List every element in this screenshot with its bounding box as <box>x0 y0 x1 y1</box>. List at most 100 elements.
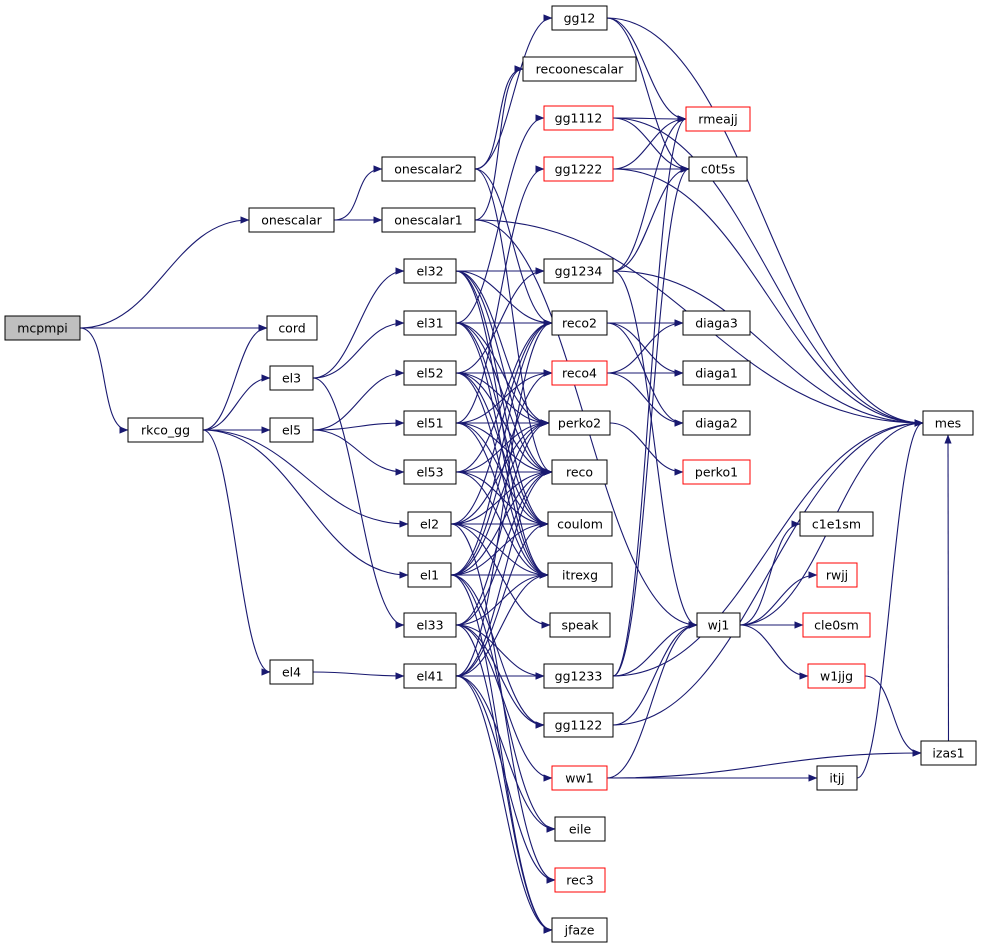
node-diaga2[interactable]: diaga2 <box>682 410 751 436</box>
node-gg12[interactable]: gg12 <box>551 5 608 31</box>
node-el32[interactable]: el32 <box>403 258 457 284</box>
node-jfaze[interactable]: jfaze <box>551 917 608 943</box>
node-box[interactable] <box>543 156 614 182</box>
node-speak[interactable]: speak <box>549 612 611 638</box>
node-c0t5s[interactable]: c0t5s <box>688 156 748 182</box>
node-el2[interactable]: el2 <box>407 511 452 537</box>
node-rec3[interactable]: rec3 <box>554 867 606 893</box>
node-el5[interactable]: el5 <box>269 417 314 443</box>
node-ww1[interactable]: ww1 <box>551 765 608 791</box>
node-onescalar2[interactable]: onescalar2 <box>381 156 476 182</box>
node-itrexg[interactable]: itrexg <box>547 562 613 588</box>
node-el33[interactable]: el33 <box>403 612 457 638</box>
node-gg1112[interactable]: gg1112 <box>543 105 614 131</box>
node-box[interactable] <box>551 765 608 791</box>
node-box[interactable] <box>403 258 457 284</box>
node-box[interactable] <box>248 207 335 233</box>
node-box[interactable] <box>381 156 476 182</box>
node-box[interactable] <box>407 511 452 537</box>
node-el51[interactable]: el51 <box>403 410 457 436</box>
node-box[interactable] <box>688 156 748 182</box>
node-onescalar[interactable]: onescalar <box>248 207 335 233</box>
node-gg1222[interactable]: gg1222 <box>543 156 614 182</box>
node-mes[interactable]: mes <box>922 410 974 436</box>
node-box[interactable] <box>682 310 751 336</box>
node-box[interactable] <box>554 816 606 842</box>
node-el4[interactable]: el4 <box>269 659 314 685</box>
node-box[interactable] <box>266 315 318 341</box>
node-box[interactable] <box>547 562 613 588</box>
node-box[interactable] <box>269 365 314 391</box>
node-rwjj[interactable]: rwjj <box>816 562 858 588</box>
node-box[interactable] <box>127 417 204 443</box>
node-box[interactable] <box>682 410 751 436</box>
node-diaga3[interactable]: diaga3 <box>682 310 751 336</box>
node-perko1[interactable]: perko1 <box>682 459 751 485</box>
node-box[interactable] <box>522 56 637 82</box>
node-box[interactable] <box>816 562 858 588</box>
node-gg1233[interactable]: gg1233 <box>543 663 614 689</box>
node-box[interactable] <box>4 315 81 341</box>
node-box[interactable] <box>543 663 614 689</box>
node-rmeajj[interactable]: rmeajj <box>685 106 751 132</box>
node-box[interactable] <box>696 612 741 638</box>
node-el1[interactable]: el1 <box>407 562 452 588</box>
node-reco[interactable]: reco <box>551 459 608 485</box>
node-recoonescalar[interactable]: recoonescalar <box>522 56 637 82</box>
node-box[interactable] <box>685 106 751 132</box>
node-el41[interactable]: el41 <box>403 663 457 689</box>
node-el3[interactable]: el3 <box>269 365 314 391</box>
node-box[interactable] <box>551 310 608 336</box>
node-el53[interactable]: el53 <box>403 459 457 485</box>
node-itjj[interactable]: itjj <box>816 765 858 791</box>
node-box[interactable] <box>551 917 608 943</box>
node-w1jjg[interactable]: w1jjg <box>807 663 866 689</box>
node-coulom[interactable]: coulom <box>547 511 613 537</box>
node-c1e1sm[interactable]: c1e1sm <box>799 511 874 537</box>
node-box[interactable] <box>381 207 476 233</box>
node-box[interactable] <box>807 663 866 689</box>
node-box[interactable] <box>403 459 457 485</box>
node-box[interactable] <box>549 612 611 638</box>
node-box[interactable] <box>269 417 314 443</box>
node-gg1234[interactable]: gg1234 <box>543 258 614 284</box>
node-el52[interactable]: el52 <box>403 360 457 386</box>
node-box[interactable] <box>551 360 608 386</box>
node-reco2[interactable]: reco2 <box>551 310 608 336</box>
node-box[interactable] <box>554 867 606 893</box>
node-wj1[interactable]: wj1 <box>696 612 741 638</box>
node-box[interactable] <box>403 360 457 386</box>
node-cle0sm[interactable]: cle0sm <box>802 612 871 638</box>
node-box[interactable] <box>543 105 614 131</box>
node-box[interactable] <box>802 612 871 638</box>
node-box[interactable] <box>816 765 858 791</box>
node-box[interactable] <box>799 511 874 537</box>
node-box[interactable] <box>920 740 977 766</box>
node-box[interactable] <box>543 712 614 738</box>
node-cord[interactable]: cord <box>266 315 318 341</box>
node-box[interactable] <box>403 410 457 436</box>
node-box[interactable] <box>407 562 452 588</box>
node-box[interactable] <box>922 410 974 436</box>
node-box[interactable] <box>543 258 614 284</box>
node-el31[interactable]: el31 <box>403 310 457 336</box>
node-box[interactable] <box>548 410 611 436</box>
node-onescalar1[interactable]: onescalar1 <box>381 207 476 233</box>
node-box[interactable] <box>403 663 457 689</box>
node-gg1122[interactable]: gg1122 <box>543 712 614 738</box>
node-box[interactable] <box>682 459 751 485</box>
node-box[interactable] <box>403 310 457 336</box>
node-rkco_gg[interactable]: rkco_gg <box>127 417 204 443</box>
node-box[interactable] <box>551 5 608 31</box>
node-box[interactable] <box>547 511 613 537</box>
node-mcpmpi[interactable]: mcpmpi <box>4 315 81 341</box>
node-reco4[interactable]: reco4 <box>551 360 608 386</box>
node-box[interactable] <box>551 459 608 485</box>
node-perko2[interactable]: perko2 <box>548 410 611 436</box>
node-diaga1[interactable]: diaga1 <box>682 360 751 386</box>
node-eile[interactable]: eile <box>554 816 606 842</box>
node-box[interactable] <box>269 659 314 685</box>
node-box[interactable] <box>682 360 751 386</box>
node-box[interactable] <box>403 612 457 638</box>
node-izas1[interactable]: izas1 <box>920 740 977 766</box>
